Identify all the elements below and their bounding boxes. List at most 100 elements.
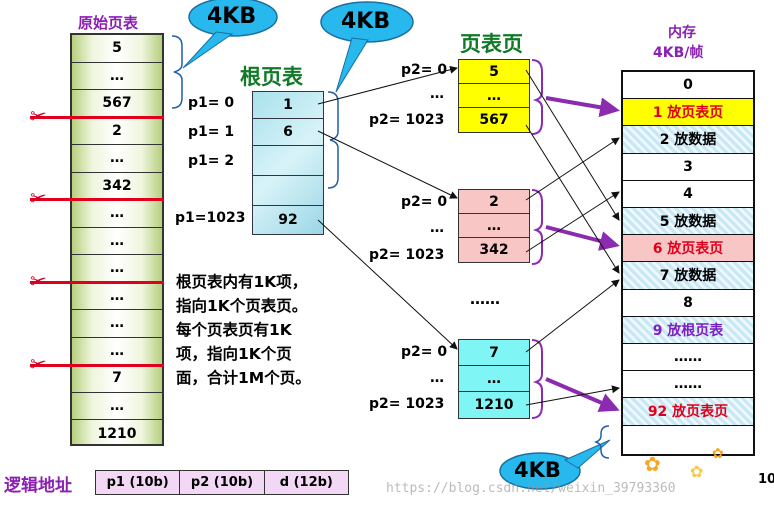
pt-bracket	[531, 339, 543, 419]
pt-entry: …	[459, 84, 529, 108]
address-field: p2 (10b)	[180, 471, 265, 494]
description-text: 根页表内有1K项， 指向1K个页表页。 每个页表页有1K 项，指向1K个页 面，…	[176, 273, 311, 387]
pointer-arrow	[317, 219, 458, 350]
memory-frame: 6 放页表页	[623, 235, 753, 263]
memory-title: 内存	[668, 25, 696, 41]
memory-frame: 2 放数据	[623, 126, 753, 154]
pt-index-label: …	[430, 86, 444, 102]
root-index-label: p1= 0	[188, 95, 235, 111]
pt-entry: 567	[479, 112, 509, 128]
pointer-arrow	[525, 279, 620, 353]
scissors-icon: ✂	[30, 186, 47, 210]
pt-entry: 7	[459, 340, 529, 366]
root-entry: 6	[253, 119, 323, 146]
memory-frame: 92 放页表页	[623, 398, 753, 426]
memory-frame: 1 放页表页	[623, 99, 753, 127]
root-entry	[253, 176, 323, 206]
root-entry	[253, 146, 323, 176]
pt-index-label: p2= 1023	[369, 247, 445, 263]
root-entry: 1	[253, 92, 323, 119]
page-table-page: 2 … 342	[458, 189, 530, 263]
original-table-entry: …	[72, 200, 162, 228]
address-field: d (12b)	[279, 475, 333, 490]
pt-entry: 342	[479, 242, 509, 258]
pt-entry: 2	[459, 190, 529, 214]
bubble-4kb-2	[320, 1, 414, 93]
scissors-icon: ✂	[30, 352, 47, 376]
pt-entry: …	[459, 366, 529, 392]
original-table-title: 原始页表	[78, 14, 139, 32]
purple-arrow	[545, 225, 620, 251]
pointer-arrow	[525, 191, 620, 253]
brace	[593, 425, 610, 459]
page-table-page: 7 … 1210	[458, 339, 530, 419]
cut-line	[30, 364, 164, 367]
flower-icon: ✿	[690, 462, 704, 481]
original-table-entry: …	[72, 393, 162, 420]
pt-entry: 1210	[474, 397, 514, 413]
pointer-arrow	[525, 124, 620, 274]
pt-bracket	[531, 189, 543, 265]
pt-entry: 5	[459, 60, 529, 84]
scissors-icon: ✂	[30, 269, 47, 293]
pointer-arrow	[525, 69, 620, 221]
memory-frame: 9 放根页表	[623, 316, 753, 344]
memory-frame: 3	[623, 154, 753, 181]
bubble-label: 4KB	[341, 9, 391, 34]
pt-entry: …	[459, 214, 529, 238]
scissors-icon: ✂	[30, 104, 47, 128]
memory-subtitle: 4KB/帧	[653, 45, 704, 61]
ellipsis: ……	[470, 290, 500, 308]
page-number: 10	[758, 472, 774, 487]
cut-line	[30, 198, 164, 201]
pt-bracket	[531, 59, 543, 135]
pointer-arrow	[525, 385, 620, 406]
original-table-entry: 5	[72, 35, 162, 63]
pt-index-label: p2= 0	[401, 194, 448, 210]
purple-arrow	[545, 96, 620, 118]
brace	[327, 91, 339, 189]
root-index-label: p1=1023	[175, 210, 246, 226]
pointer-arrow	[317, 130, 458, 199]
cut-line	[30, 281, 164, 284]
memory-frame: 7 放数据	[623, 262, 753, 290]
bubble-label: 4KB	[514, 458, 561, 482]
memory-frame: 4	[623, 181, 753, 208]
flower-icon: ✿	[644, 452, 661, 476]
page-table-page: 5 … 567	[458, 59, 530, 133]
logical-address-fields: p1 (10b) p2 (10b) d (12b)	[95, 470, 349, 495]
root-index-label: p1= 2	[188, 153, 235, 169]
watermark: https://blog.csdn.net/weixin_39793360	[386, 481, 676, 496]
original-table-entry: …	[72, 310, 162, 338]
pt-index-label: p2= 1023	[369, 112, 445, 128]
bubble-4kb-3	[499, 439, 611, 490]
memory-frame: 8	[623, 290, 753, 317]
original-table-entry: 1210	[97, 425, 137, 442]
pt-index-label: p2= 1023	[369, 396, 445, 412]
original-table-entry: 2	[72, 118, 162, 145]
pointer-arrow	[317, 65, 458, 105]
original-table-entry: …	[72, 283, 162, 310]
pointer-arrow	[525, 137, 620, 201]
pt-index-label: …	[430, 220, 444, 236]
root-entry: 92	[278, 212, 298, 228]
pt-index-label: …	[430, 370, 444, 386]
memory-frame: ……	[623, 371, 753, 399]
flower-icon: ✿	[712, 446, 724, 462]
address-field: p1 (10b)	[96, 471, 181, 494]
pt-index-label: p2= 0	[401, 344, 448, 360]
original-table-entry: …	[72, 145, 162, 173]
root-table-title: 根页表	[240, 65, 303, 89]
memory-frame: 0	[623, 72, 753, 100]
brace	[171, 35, 183, 109]
original-table-entry: …	[72, 63, 162, 90]
original-table-entry: …	[72, 228, 162, 255]
memory-frame: 5 放数据	[623, 208, 753, 236]
bubble-label: 4KB	[207, 4, 257, 29]
root-index-label: p1= 1	[188, 124, 235, 140]
cut-line	[30, 116, 164, 119]
purple-arrow	[545, 377, 620, 412]
